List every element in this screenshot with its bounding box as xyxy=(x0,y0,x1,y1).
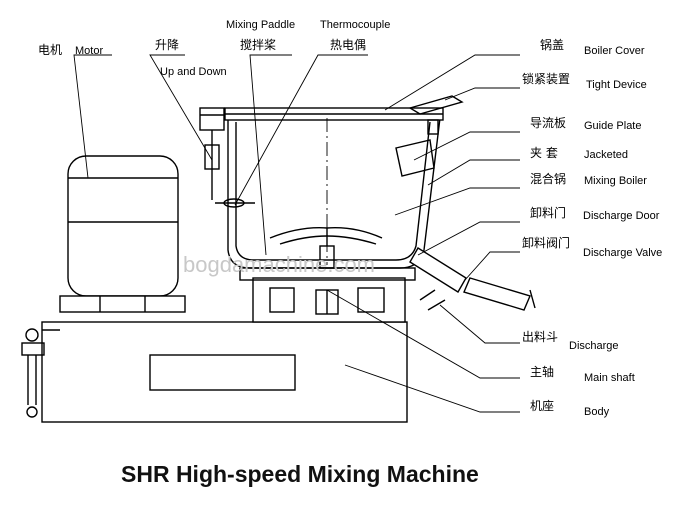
label-boiler-cover-zh: 锅盖 xyxy=(540,37,564,52)
label-boiler-cover-en: Boiler Cover xyxy=(584,45,645,57)
label-main-shaft-zh: 主轴 xyxy=(530,364,554,379)
label-main-shaft-en: Main shaft xyxy=(584,372,635,384)
label-paddle-en: Mixing Paddle xyxy=(226,19,295,31)
label-tight-device-zh: 锁紧装置 xyxy=(522,71,570,86)
label-up-down-zh: 升降 xyxy=(155,38,179,52)
label-body-zh: 机座 xyxy=(530,398,554,413)
label-discharge-door-en: Discharge Door xyxy=(583,210,660,222)
label-thermocouple-en: Thermocouple xyxy=(320,19,390,31)
mixing-boiler-drawing xyxy=(199,95,536,311)
label-guide-plate-zh: 导流板 xyxy=(530,116,566,130)
label-discharge-zh: 出料斗 xyxy=(522,330,558,344)
pedestal-drawing xyxy=(239,267,416,323)
label-thermocouple-zh: 热电偶 xyxy=(330,38,366,52)
watermark-text: bogdamachine.com xyxy=(183,252,375,277)
leader-lines xyxy=(73,54,520,413)
label-discharge-door-zh: 卸料门 xyxy=(530,205,566,220)
diagram-title: SHR High-speed Mixing Machine xyxy=(121,461,479,487)
label-jacketed-en: Jacketed xyxy=(584,149,628,161)
labels: 电机 Motor 升降 Up and Down Mixing Paddle 搅拌… xyxy=(38,19,662,418)
label-body-en: Body xyxy=(584,406,610,418)
label-motor-zh: 电机 xyxy=(38,43,62,57)
motor-drawing xyxy=(59,155,186,313)
label-discharge-valve-en: Discharge Valve xyxy=(583,247,662,259)
label-tight-device-en: Tight Device xyxy=(586,79,647,91)
label-discharge-en: Discharge xyxy=(569,340,619,352)
label-discharge-valve-zh: 卸料阀门 xyxy=(522,235,570,250)
label-mixing-boiler-zh: 混合锅 xyxy=(530,171,566,186)
label-guide-plate-en: Guide Plate xyxy=(584,120,641,132)
label-up-down-en: Up and Down xyxy=(160,66,227,78)
label-motor-en: Motor xyxy=(75,45,103,57)
label-jacketed-zh: 夹 套 xyxy=(530,146,558,160)
label-paddle-zh: 搅拌桨 xyxy=(240,37,276,52)
label-mixing-boiler-en: Mixing Boiler xyxy=(584,175,647,187)
body-base-drawing xyxy=(21,321,408,423)
